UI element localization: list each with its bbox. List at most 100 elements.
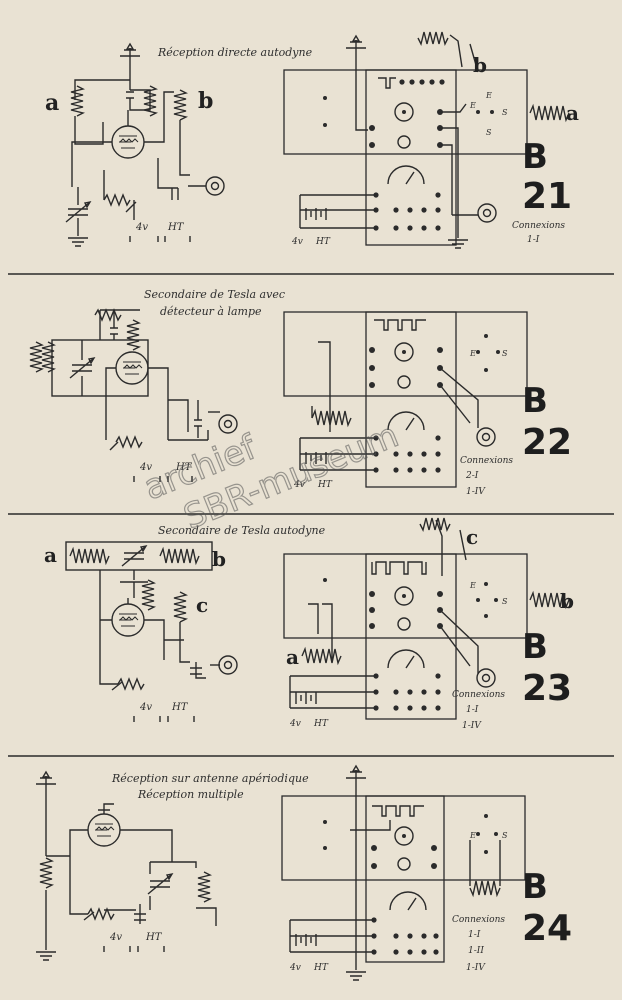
battery-ht-label: HT <box>145 932 163 943</box>
antenna-icon <box>345 35 367 61</box>
coil-label-a: a <box>44 543 57 567</box>
coil-label-a: a <box>45 90 59 116</box>
connexion-b24-1: 1-I <box>468 930 481 940</box>
section-b23: Secondaire de Tesla autodyne a b c 4v HT <box>44 517 574 731</box>
title-b23: Secondaire de Tesla autodyne <box>158 524 326 537</box>
connexions-label-b23: Connexions <box>452 690 505 700</box>
phone-icon <box>476 427 496 447</box>
connexion-b23-2: 1-IV <box>462 721 482 731</box>
meter-dial-icon <box>387 165 425 185</box>
tube-socket-icon <box>394 586 414 606</box>
battery-4v-label: 4v <box>109 932 122 943</box>
section-b22: Secondaire de Tesla avec détecteur à lam… <box>29 288 572 497</box>
ground-icon <box>345 971 367 981</box>
coil-label-c: c <box>196 593 208 617</box>
watermark: archief SBR-museum <box>138 415 405 538</box>
tube-icon <box>115 351 149 385</box>
battery-ht-label: HT <box>315 237 331 247</box>
tube-socket-icon <box>394 826 414 846</box>
tube-socket-icon <box>394 342 414 362</box>
panel-b23: a c E S b 4v HT B <box>283 517 574 731</box>
connexion-b22-2: 1-IV <box>466 487 486 497</box>
panel-box-top <box>281 795 526 881</box>
variable-capacitor-icon <box>69 357 95 379</box>
schematic-b24: 4v HT <box>35 771 217 961</box>
connexion-b21-1: 1-I <box>527 235 540 245</box>
title-b22-line2: détecteur à lampe <box>160 305 262 318</box>
ground-icon <box>67 237 89 247</box>
panel-mark-s: S <box>502 831 508 840</box>
battery-icon <box>295 691 317 705</box>
section-b21: Réception directe autodyne a b 4v HT <box>45 31 579 249</box>
plate-letter-b21: B <box>522 137 548 177</box>
rheostat-knob-icon <box>397 617 411 631</box>
battery-ht-label: HT <box>313 719 329 729</box>
coil-a-icon <box>70 85 84 117</box>
battery-4v-label: 4v <box>293 480 305 490</box>
antenna-icon <box>119 43 141 69</box>
plate-letter-b22: B <box>522 381 548 421</box>
coil-b-icon <box>417 31 449 45</box>
antenna-icon <box>35 771 57 797</box>
rheostat-knob-icon <box>397 135 411 149</box>
meter-dial-icon <box>387 649 425 669</box>
schematic-b21: a b 4v HT <box>45 43 225 247</box>
connexion-b24-2: 1-II <box>468 946 484 956</box>
rheostat-knob-icon <box>397 857 411 871</box>
coil-a-icon <box>69 548 110 564</box>
secondary-coil-icon <box>29 341 43 373</box>
title-b21: Réception directe autodyne <box>157 46 313 59</box>
rheostat-icon <box>117 678 145 690</box>
tube-icon <box>111 125 145 159</box>
coil-label-b: b <box>473 53 487 77</box>
panel-b24: E S 4v HT B 24 Connexions 1-I 1-II <box>281 765 572 981</box>
coil-c-icon <box>419 517 451 531</box>
battery-4v-label: 4v <box>139 702 152 713</box>
plate-coil-icon <box>197 871 211 903</box>
battery-4v-label: 4v <box>291 237 303 247</box>
panel-box-top <box>283 311 528 397</box>
connexion-b24-3: 1-IV <box>466 963 486 973</box>
battery-4v-label: 4v <box>289 719 301 729</box>
connexions-label-b22: Connexions <box>460 456 513 466</box>
coil-label-b: b <box>560 589 574 613</box>
panel-b22: E S 4v HT B 22 Connexions 2-I 1- <box>283 311 572 497</box>
coil-a-icon <box>301 648 342 664</box>
meter-dial-icon <box>389 891 427 911</box>
schematic-b22: 4v HT <box>29 309 238 482</box>
tesla-coil-icon <box>311 410 352 426</box>
coil-b-icon <box>159 548 200 564</box>
battery-ht-label: HT <box>175 462 193 473</box>
panel-box-main <box>365 69 457 246</box>
battery-4v-label: 4v <box>135 222 148 233</box>
battery-ht-label: HT <box>171 702 189 713</box>
resistor-icon <box>39 857 53 889</box>
panel-mark-e: E <box>485 91 492 100</box>
panel-mark-e2: E <box>469 101 476 110</box>
rheostat-knob-icon <box>397 375 411 389</box>
rheostat-icon <box>103 194 131 206</box>
coil-label-c: c <box>466 525 478 549</box>
phone-icon <box>218 414 238 434</box>
plate-number-b24: 24 <box>522 908 572 949</box>
coil-c-icon <box>173 591 187 623</box>
connexion-b22-1: 2-I <box>465 471 479 481</box>
tube-icon <box>111 603 145 637</box>
ground-icon <box>35 951 57 961</box>
coil-label-b: b <box>212 547 226 571</box>
section-b24: Réception sur antenne apériodique Récept… <box>35 765 572 981</box>
plate-coil-icon <box>126 319 140 351</box>
coil-b-icon <box>173 89 187 121</box>
panel-box-main <box>365 311 457 488</box>
battery-ht-label: HT <box>167 222 185 233</box>
title-b24: Réception sur antenne apériodique <box>111 772 309 785</box>
coil-label-a: a <box>566 101 579 125</box>
coil-label-b: b <box>198 88 213 114</box>
phone-icon <box>477 203 497 223</box>
variable-capacitor-icon <box>147 873 173 895</box>
battery-4v-label: 4v <box>139 462 152 473</box>
meter-dial-icon <box>387 411 425 431</box>
coil-label-a: a <box>286 645 299 669</box>
